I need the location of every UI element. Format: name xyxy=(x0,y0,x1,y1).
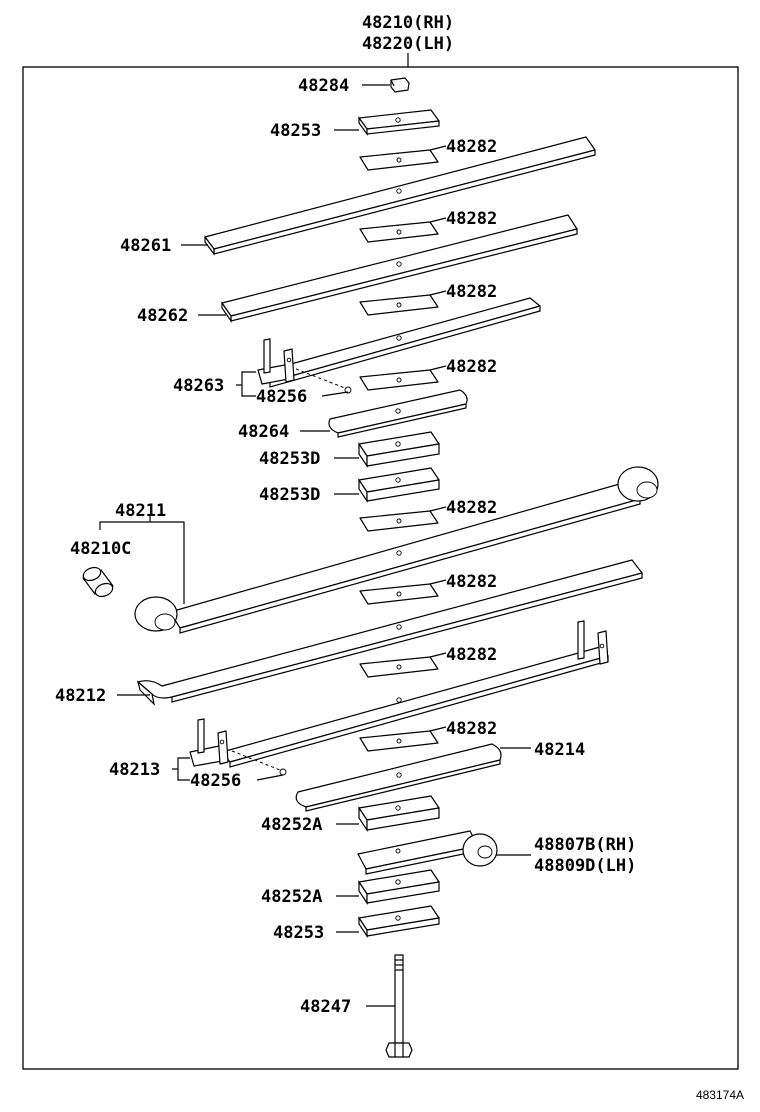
part-48253-pad-top xyxy=(358,109,440,136)
label-48282-7: 48282 xyxy=(446,645,497,665)
leader-48282-6 xyxy=(429,579,447,585)
part-48253-pad-bottom xyxy=(358,905,440,938)
leader-48282-7 xyxy=(429,652,447,658)
label-48210C: 48210C xyxy=(70,539,131,559)
label-48214: 48214 xyxy=(534,740,585,760)
part-48212-leaf xyxy=(136,559,643,706)
part-48247-center-bolt xyxy=(385,954,413,1058)
part-48282-shim-8 xyxy=(359,730,439,752)
part-48282-shim-7 xyxy=(359,656,439,678)
part-48264-leaf xyxy=(328,389,468,438)
label-48807B: 48807B(RH) xyxy=(534,835,636,855)
leader-48282-2 xyxy=(429,217,447,223)
part-48263-leaf-clip xyxy=(257,297,541,388)
label-48263: 48263 xyxy=(173,376,224,396)
label-48282-2: 48282 xyxy=(446,209,497,229)
label-48256-upper: 48256 xyxy=(256,387,307,407)
part-48262-leaf xyxy=(221,214,578,323)
label-48253D-1: 48253D xyxy=(259,449,320,469)
part-48252A-pad-1 xyxy=(358,795,440,832)
label-48253-top: 48253 xyxy=(270,121,321,141)
part-48282-shim-1 xyxy=(359,149,439,171)
part-48282-shim-6 xyxy=(359,583,439,605)
part-48282-shim-4 xyxy=(359,369,439,391)
label-48252A-2: 48252A xyxy=(261,887,322,907)
label-48253-bottom: 48253 xyxy=(273,923,324,943)
rivet-dash-lower xyxy=(231,750,281,771)
label-48212: 48212 xyxy=(55,686,106,706)
bracket-48213 xyxy=(177,757,190,781)
leader-48282-4 xyxy=(429,365,447,371)
part-48253D-pad-1 xyxy=(358,431,440,468)
part-48252A-pad-2 xyxy=(358,869,440,905)
part-48210C-bushing xyxy=(82,566,114,598)
label-48264: 48264 xyxy=(238,422,289,442)
leader-48256-upper xyxy=(321,391,349,397)
part-48284-nut xyxy=(390,77,410,93)
label-48253D-2: 48253D xyxy=(259,485,320,505)
part-48282-shim-5 xyxy=(359,510,439,532)
label-48282-5: 48282 xyxy=(446,498,497,518)
leader-48282-1 xyxy=(429,145,447,151)
leader-48282-8 xyxy=(429,726,447,732)
label-48282-4: 48282 xyxy=(446,357,497,377)
label-48809D: 48809D(LH) xyxy=(534,856,636,876)
bracket-48211 xyxy=(99,521,185,604)
part-48211-main-leaf xyxy=(134,466,659,634)
part-48256-rivet-lower xyxy=(279,768,287,776)
label-48211: 48211 xyxy=(115,501,166,521)
assembly-rh-label: 48210(RH) xyxy=(362,13,454,33)
leader-48256-lower xyxy=(256,774,284,781)
part-48256-rivet-upper xyxy=(344,386,352,394)
bracket-48263 xyxy=(241,371,256,397)
part-48282-shim-3 xyxy=(359,294,439,316)
part-48213-leaf-clip xyxy=(189,620,609,768)
label-48282-1: 48282 xyxy=(446,137,497,157)
label-48284: 48284 xyxy=(298,76,349,96)
rivet-dash-upper xyxy=(295,368,346,389)
part-48807B-shackle xyxy=(357,830,498,875)
label-48252A-1: 48252A xyxy=(261,815,322,835)
figure-code: 483174A xyxy=(696,1088,744,1102)
label-48262: 48262 xyxy=(137,306,188,326)
part-48261-leaf xyxy=(204,136,596,256)
leader-48282-5 xyxy=(429,506,447,512)
leader-48282-3 xyxy=(429,290,447,296)
label-48247: 48247 xyxy=(300,997,351,1017)
diagram-frame xyxy=(22,66,739,1070)
part-48253D-pad-2 xyxy=(358,467,440,503)
label-48261: 48261 xyxy=(120,236,171,256)
label-48282-3: 48282 xyxy=(446,282,497,302)
part-48214-leaf xyxy=(295,743,502,812)
label-48282-8: 48282 xyxy=(446,719,497,739)
label-48282-6: 48282 xyxy=(446,572,497,592)
assembly-lh-label: 48220(LH) xyxy=(362,34,454,54)
label-48213: 48213 xyxy=(109,760,160,780)
part-48282-shim-2 xyxy=(359,221,439,243)
label-48256-lower: 48256 xyxy=(190,771,241,791)
